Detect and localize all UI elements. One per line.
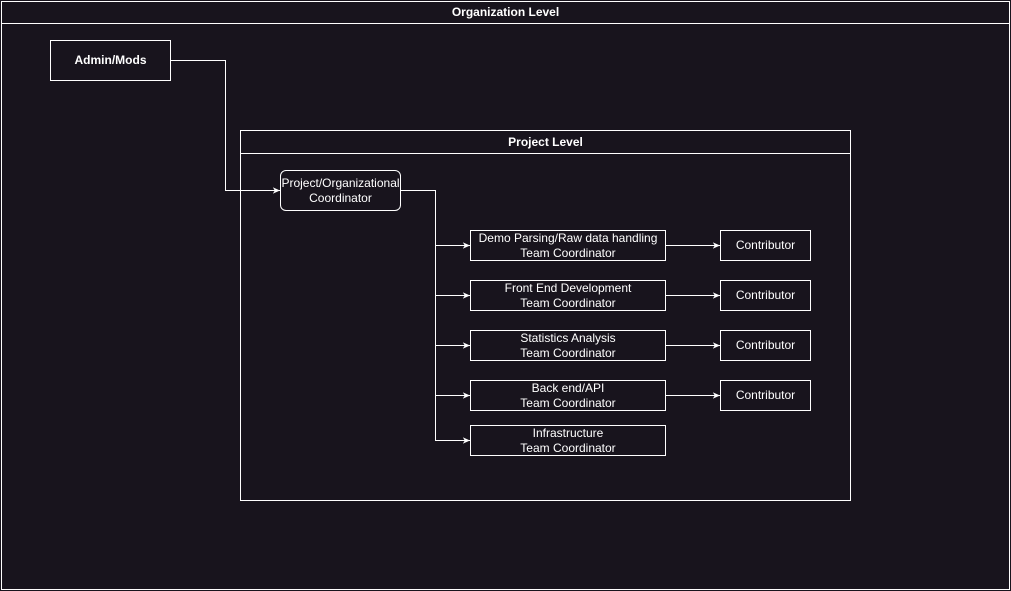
team-name: Demo Parsing/Raw data handling: [478, 230, 658, 245]
organization-level-title: Organization Level: [2, 2, 1009, 24]
contributor-label: Contributor: [735, 388, 796, 402]
admin-mods-node: Admin/Mods: [50, 40, 171, 81]
team-role: Team Coordinator: [520, 440, 616, 455]
team-coordinator-statistics: Statistics Analysis Team Coordinator: [470, 330, 666, 361]
project-level-frame: Project Level: [240, 130, 851, 501]
team-role: Team Coordinator: [520, 295, 616, 310]
team-name: Back end/API: [531, 380, 605, 395]
admin-mods-label: Admin/Mods: [74, 53, 147, 67]
team-role: Team Coordinator: [520, 395, 616, 410]
project-coordinator-node: Project/Organizational Coordinator: [280, 170, 401, 211]
team-role: Team Coordinator: [520, 345, 616, 360]
contributor-node: Contributor: [720, 380, 811, 411]
team-role: Team Coordinator: [520, 245, 616, 260]
contributor-node: Contributor: [720, 230, 811, 261]
contributor-node: Contributor: [720, 330, 811, 361]
team-coordinator-infrastructure: Infrastructure Team Coordinator: [470, 425, 666, 456]
team-name: Statistics Analysis: [520, 330, 616, 345]
contributor-label: Contributor: [735, 238, 796, 252]
contributor-label: Contributor: [735, 288, 796, 302]
project-coordinator-line1: Project/Organizational: [281, 175, 400, 190]
team-coordinator-back-end: Back end/API Team Coordinator: [470, 380, 666, 411]
project-level-title: Project Level: [241, 131, 850, 154]
contributor-node: Contributor: [720, 280, 811, 311]
contributor-label: Contributor: [735, 338, 796, 352]
team-name: Infrastructure: [532, 425, 604, 440]
project-coordinator-line2: Coordinator: [309, 190, 372, 205]
team-name: Front End Development: [504, 280, 632, 295]
team-coordinator-demo-parsing: Demo Parsing/Raw data handling Team Coor…: [470, 230, 666, 261]
team-coordinator-front-end: Front End Development Team Coordinator: [470, 280, 666, 311]
